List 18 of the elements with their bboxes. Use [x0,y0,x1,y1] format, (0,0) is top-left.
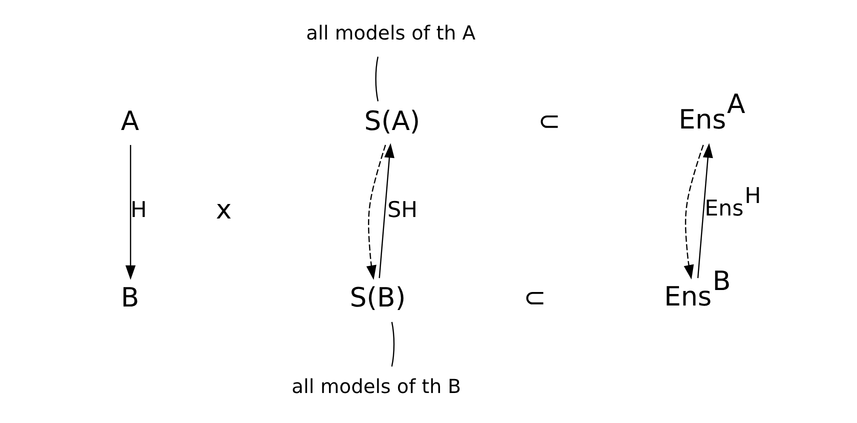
edge-label: H [130,198,147,223]
label: ⊂ [524,282,546,314]
node-text: S(B) [350,282,406,314]
node-text: all models of th A [306,21,476,44]
arrow [697,143,713,278]
node-text: S(A) [364,106,420,137]
connector [375,56,379,102]
arrow [366,144,386,280]
label: ⊂ [538,106,560,137]
node-text: A [120,106,140,137]
arrow [378,143,394,278]
edge-label: SH [387,198,418,223]
label: x [216,194,232,226]
node-text: B [120,282,140,314]
node-text: all models of th B [292,374,462,398]
connector [391,322,395,367]
arrow [684,144,704,280]
arrow [125,144,136,280]
